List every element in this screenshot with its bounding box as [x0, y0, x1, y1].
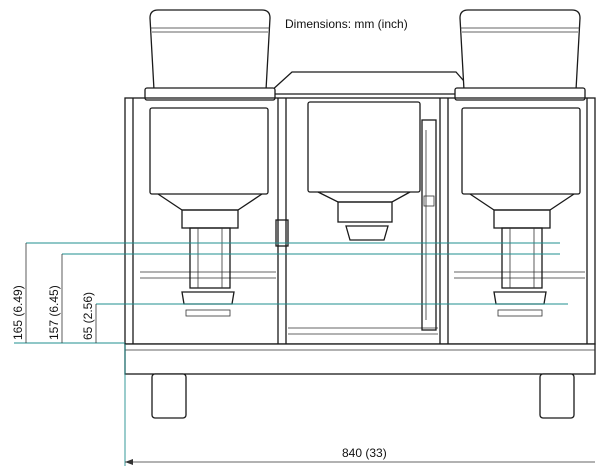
dim-label-840: 840 (33) [342, 446, 387, 460]
dim-label-165: 165 (6.49) [11, 285, 25, 340]
center-brew-unit [307, 101, 437, 331]
diagram-title: Dimensions: mm (inch) [285, 17, 408, 31]
right-brew-unit [461, 107, 581, 317]
dim-label-65: 65 (2.56) [81, 292, 95, 340]
right-bean-hopper [454, 9, 586, 101]
height-reference-lines [14, 242, 568, 344]
machine-body [124, 97, 596, 345]
top-bridge [269, 71, 471, 95]
width-dimension [124, 344, 595, 466]
machine-base [124, 343, 596, 419]
left-brew-unit [149, 107, 289, 317]
dim-label-157: 157 (6.45) [47, 285, 61, 340]
vertical-dimensions [25, 243, 97, 343]
left-bean-hopper [144, 9, 276, 101]
